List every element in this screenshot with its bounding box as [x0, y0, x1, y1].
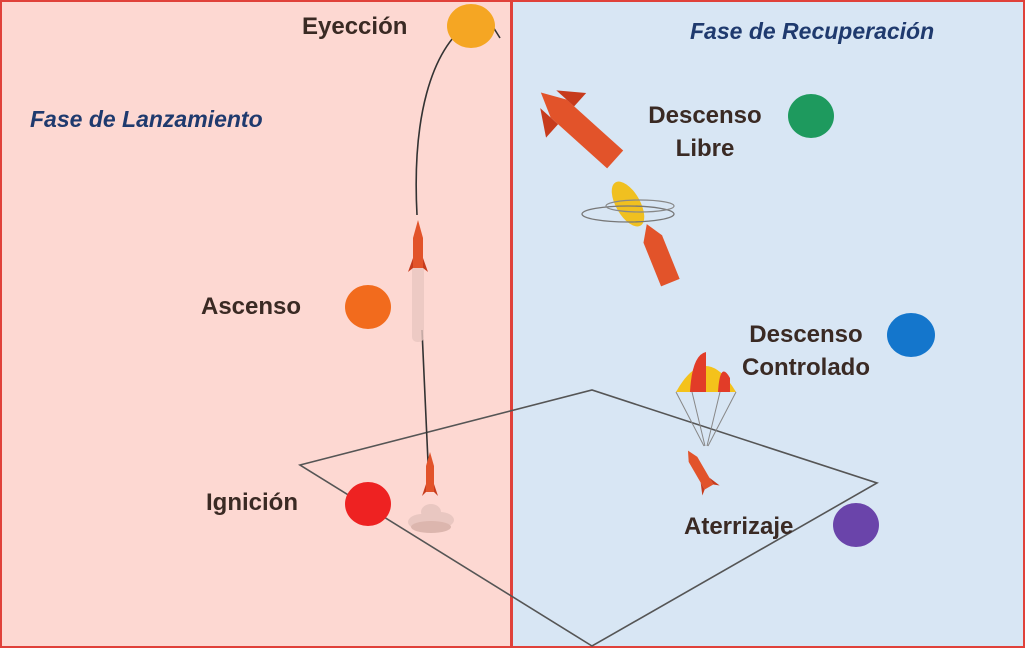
- aterrizaje-label: Aterrizaje: [684, 513, 794, 540]
- ascenso-label: Ascenso: [201, 293, 302, 320]
- descenso-controlado-line2: Controlado: [742, 354, 870, 381]
- ignicion-marker: [345, 482, 391, 526]
- launch-phase-panel: [0, 0, 512, 648]
- descenso-controlado-line1: Descenso: [749, 321, 863, 348]
- descenso-libre-label: Descenso Libre: [634, 99, 776, 165]
- eyeccion-label: Eyección: [302, 13, 408, 40]
- descenso-controlado-marker: [887, 313, 935, 357]
- ascenso-marker: [345, 285, 391, 329]
- recovery-phase-title: Fase de Recuperación: [690, 18, 935, 44]
- launch-phase-title: Fase de Lanzamiento: [30, 106, 263, 132]
- ignition-rocket-icon: [408, 452, 454, 533]
- descenso-libre-line1: Descenso: [648, 102, 762, 129]
- ascent-trajectory: [415, 21, 471, 463]
- free-descent-rocket-icon: [540, 90, 680, 287]
- ascending-rocket-icon: [408, 220, 428, 342]
- ignicion-label: Ignición: [206, 489, 298, 516]
- aterrizaje-marker: [833, 503, 879, 547]
- descenso-libre-line2: Libre: [675, 135, 735, 162]
- parachute-descent-icon: [675, 352, 737, 496]
- eyeccion-marker: [447, 4, 495, 48]
- descenso-libre-marker: [788, 94, 834, 138]
- descenso-controlado-label: Descenso Controlado: [726, 318, 886, 384]
- recovery-phase-panel: [511, 0, 1025, 648]
- ground-plane: [297, 389, 879, 647]
